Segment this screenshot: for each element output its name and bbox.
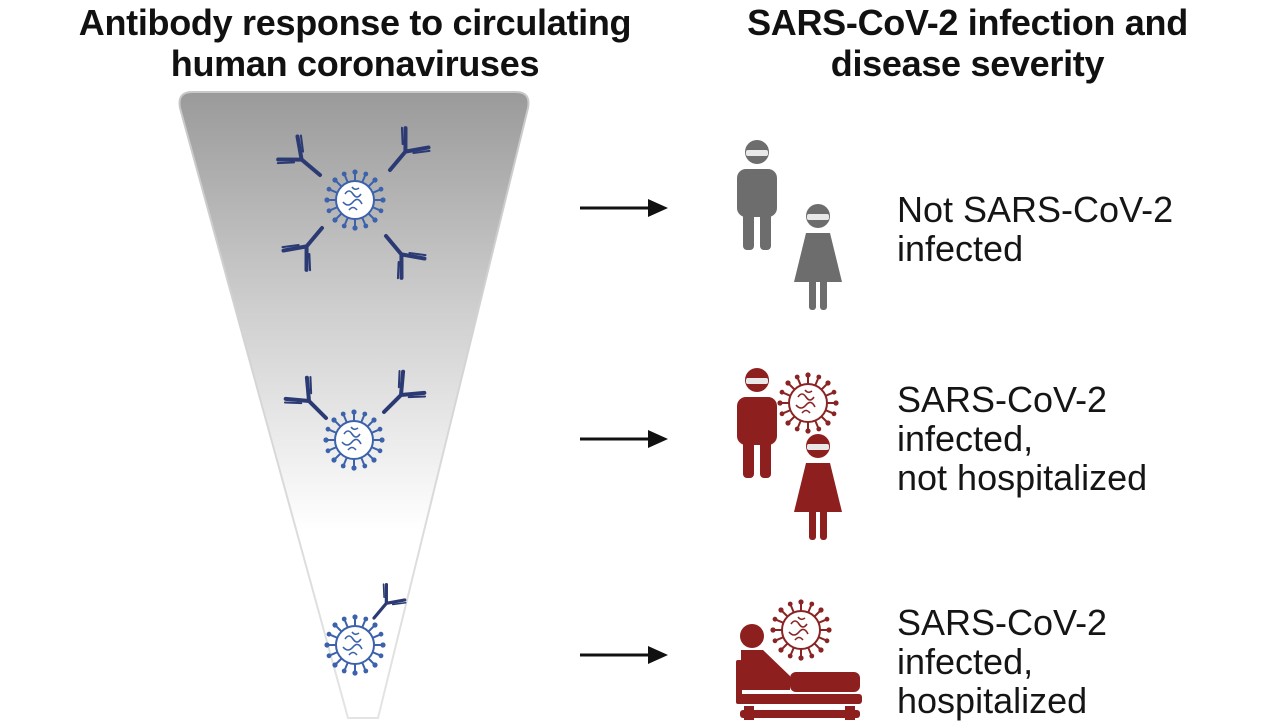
- outcome-line: infected,: [897, 641, 1034, 682]
- right-heading-line2: disease severity: [830, 43, 1105, 84]
- antibody-level-funnel: [178, 91, 530, 719]
- person-icon: [794, 204, 842, 310]
- coronavirus-icon: [776, 371, 840, 435]
- right-column-heading: SARS-CoV-2 infection and disease severit…: [700, 2, 1235, 84]
- left-column-heading: Antibody response to circulating human c…: [20, 2, 690, 84]
- arrow-right-icon: [580, 646, 668, 664]
- coronavirus-icon: [322, 408, 386, 472]
- infected-people: [737, 368, 842, 540]
- arrow-right-icon: [580, 430, 668, 448]
- outcome-line: not hospitalized: [897, 457, 1148, 498]
- outcome-line: Not SARS-CoV-2: [897, 189, 1174, 230]
- outcome-line: infected,: [897, 418, 1034, 459]
- hospitalized-patient: [736, 598, 862, 720]
- coronavirus-icon: [323, 613, 387, 677]
- right-heading-line1: SARS-CoV-2 infection and: [747, 2, 1188, 43]
- coronavirus-icon: [769, 598, 833, 662]
- outcome-line: hospitalized: [897, 680, 1088, 721]
- person-icon: [794, 434, 842, 540]
- outcome-line: SARS-CoV-2: [897, 602, 1108, 643]
- person-icon: [737, 368, 777, 478]
- outcome-infected-not-hospitalized: SARS-CoV-2 infected, not hospitalized: [897, 380, 1147, 497]
- left-heading-line1: Antibody response to circulating: [78, 2, 632, 43]
- arrow-right-icon: [580, 199, 668, 217]
- outcome-line: infected: [897, 228, 1024, 269]
- person-icon: [737, 140, 777, 250]
- outcome-not-infected: Not SARS-CoV-2 infected: [897, 190, 1173, 268]
- coronavirus-icon: [323, 168, 387, 232]
- left-heading-line2: human coronaviruses: [170, 43, 540, 84]
- outcome-line: SARS-CoV-2: [897, 379, 1108, 420]
- hospital-bed-icon: [736, 624, 862, 720]
- outcome-infected-hospitalized: SARS-CoV-2 infected, hospitalized: [897, 603, 1107, 720]
- not-infected-people: [737, 140, 842, 310]
